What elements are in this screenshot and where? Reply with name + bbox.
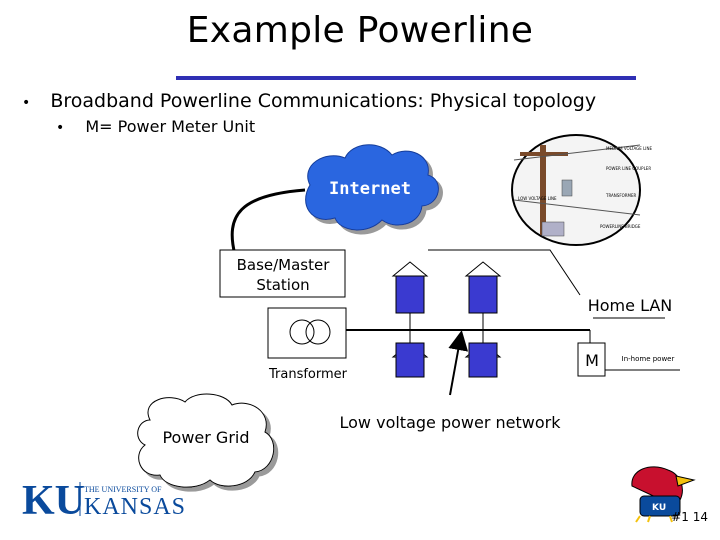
meter-box	[577, 342, 606, 377]
mascot-ku: KU	[652, 503, 666, 513]
base-station-box	[219, 249, 346, 298]
powerline-pole-photo: MEDIUM VOLTAGE LINE POWER LINE COUPLER L…	[511, 134, 652, 246]
jayhawk-mascot-icon: KU	[631, 466, 696, 523]
transformer-box	[267, 307, 347, 359]
photo-label: LOW VOLTAGE LINE	[518, 196, 557, 201]
house-icon	[464, 342, 502, 378]
photo-label: POWERLINE BRIDGE	[600, 224, 641, 229]
ku-logo: KU THE UNIVERSITY OF KANSAS	[22, 478, 186, 524]
arrow-icon	[448, 330, 469, 396]
ku-logo-university: THE UNIVERSITY OF	[84, 485, 162, 494]
power-grid-cloud-icon	[137, 393, 275, 488]
in-home-power-label: In-home power	[622, 355, 675, 363]
transformer-coil-icon	[289, 319, 315, 345]
ku-logo-kansas: KANSAS	[84, 494, 186, 520]
bullet-dot-icon: •	[22, 95, 31, 111]
transformer-label: Transformer	[268, 367, 348, 382]
base-station-label-line1: Base/Master	[237, 256, 331, 274]
low-voltage-label: Low voltage power network	[340, 413, 562, 432]
transformer-coil-icon	[305, 319, 331, 345]
home-lan-label: Home LAN	[588, 296, 673, 315]
house-icon	[391, 342, 429, 378]
ku-logo-letters: KU	[22, 478, 85, 524]
meter-label: M	[585, 351, 599, 370]
sub-bullet-text: M= Power Meter Unit	[85, 117, 256, 136]
photo-label: TRANSFORMER	[605, 193, 637, 198]
house-icon	[464, 261, 502, 314]
sub-bullet-meter: • M= Power Meter Unit	[56, 117, 255, 136]
internet-label: Internet	[329, 179, 411, 199]
photo-label: MEDIUM VOLTAGE LINE	[606, 146, 652, 151]
internet-cable	[230, 188, 306, 256]
bullet-text: Broadband Powerline Communications: Phys…	[50, 90, 597, 112]
bullet-topology: • Broadband Powerline Communications: Ph…	[22, 90, 596, 112]
photo-label: POWER LINE COUPLER	[606, 166, 651, 171]
home-lan-line	[428, 249, 581, 296]
bullet-dot-icon: •	[56, 120, 65, 136]
slide-title: Example Powerline	[186, 10, 534, 51]
title-underline	[176, 76, 636, 80]
house-icon	[391, 261, 429, 314]
base-station-label-line2: Station	[256, 276, 309, 294]
power-grid-label: Power Grid	[162, 428, 249, 447]
page-number: #1 14	[671, 510, 708, 524]
internet-cloud-icon	[305, 144, 439, 231]
